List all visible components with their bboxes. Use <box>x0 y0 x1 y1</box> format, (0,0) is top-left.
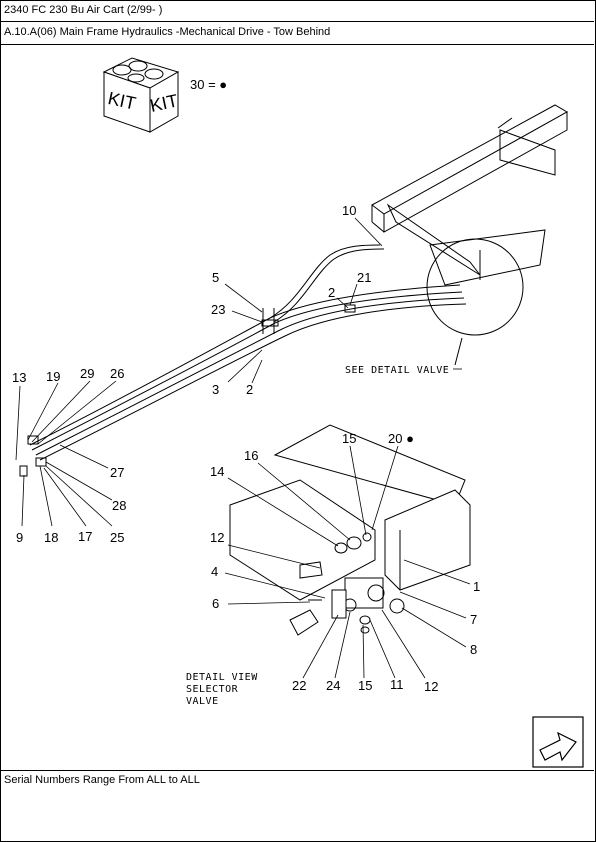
callout-1: 1 <box>473 579 480 594</box>
callout-28: 28 <box>112 498 126 513</box>
callout-9: 9 <box>16 530 23 545</box>
callout-14: 14 <box>210 464 224 479</box>
callout-5: 5 <box>212 270 219 285</box>
hose-lines <box>29 244 467 461</box>
kit-box-icon <box>102 57 180 133</box>
header-model-row: 2340 FC 230 Bu Air Cart (2/99- ) <box>0 0 594 22</box>
detail-view-line1: DETAIL VIEW <box>186 672 258 683</box>
callout-29: 29 <box>80 366 94 381</box>
callout-12-left: 12 <box>210 530 224 545</box>
header-section-row: A.10.A(06) Main Frame Hydraulics -Mechan… <box>0 22 594 45</box>
callout-23: 23 <box>211 302 225 317</box>
callout-15-bottom: 15 <box>358 678 372 693</box>
detail-view-line3: VALVE <box>186 696 219 707</box>
callout-2-top: 2 <box>328 285 335 300</box>
callout-27: 27 <box>110 465 124 480</box>
callout-21: 21 <box>357 270 371 285</box>
selector-valve <box>289 532 405 636</box>
dust-cap <box>19 465 28 477</box>
callout-4: 4 <box>211 564 218 579</box>
callout-3: 3 <box>212 382 219 397</box>
model-title: 2340 FC 230 Bu Air Cart (2/99- ) <box>4 4 163 16</box>
see-detail-label: SEE DETAIL VALVE <box>345 365 449 376</box>
clamp-plate <box>261 319 279 327</box>
callout-6: 6 <box>212 596 219 611</box>
callout-12-right: 12 <box>424 679 438 694</box>
callout-2-bottom: 2 <box>246 382 253 397</box>
callout-17: 17 <box>78 529 92 544</box>
detail-circle <box>426 238 524 336</box>
callout-25: 25 <box>110 530 124 545</box>
kit-label: 30 = ● <box>190 77 227 92</box>
callout-7: 7 <box>470 612 477 627</box>
callout-20: 20 ● <box>388 431 414 446</box>
detail-frame <box>229 424 471 601</box>
callout-8: 8 <box>470 642 477 657</box>
next-page-arrow-icon[interactable] <box>532 716 584 768</box>
detail-view-line2: SELECTOR <box>186 684 239 695</box>
section-title: A.10.A(06) Main Frame Hydraulics -Mechan… <box>4 26 331 38</box>
callout-22: 22 <box>292 678 306 693</box>
callout-15-top: 15 <box>342 431 356 446</box>
callout-10: 10 <box>342 203 356 218</box>
callout-11: 11 <box>390 677 404 692</box>
callout-18: 18 <box>44 530 58 545</box>
callout-24: 24 <box>326 678 340 693</box>
callout-16: 16 <box>244 448 258 463</box>
main-frame <box>371 104 569 286</box>
serial-range-text: Serial Numbers Range From ALL to ALL <box>4 774 200 786</box>
callout-13: 13 <box>12 370 26 385</box>
callout-26: 26 <box>110 366 124 381</box>
footer-divider <box>0 770 594 771</box>
leader-lines <box>15 217 471 679</box>
callout-19: 19 <box>46 369 60 384</box>
